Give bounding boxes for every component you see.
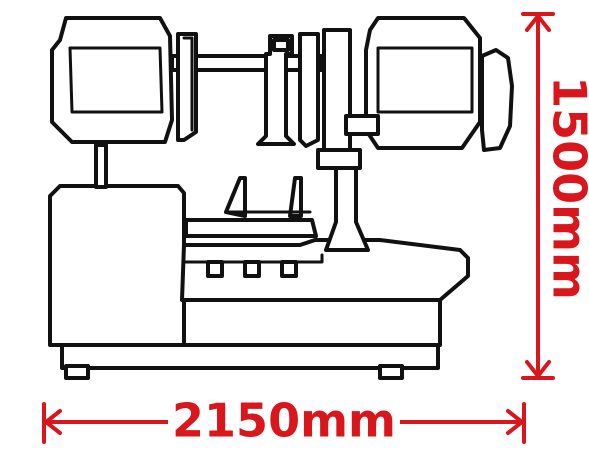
left-housing-panel xyxy=(68,46,164,114)
blade-guide-left-inner xyxy=(182,36,194,132)
roller-3 xyxy=(280,260,298,278)
height-arrow-down-icon xyxy=(525,360,551,380)
work-table xyxy=(180,238,470,302)
saw-column xyxy=(322,28,370,252)
height-arrow-up-icon xyxy=(525,12,551,32)
support-post xyxy=(94,143,108,189)
right-foot xyxy=(378,364,404,380)
table-rail xyxy=(184,253,324,264)
left-foot xyxy=(64,364,90,380)
height-label-bg xyxy=(548,92,588,282)
guide-knob xyxy=(272,38,290,52)
right-housing-mount xyxy=(344,114,380,136)
width-arrow-left-icon xyxy=(42,409,62,435)
control-cabinet xyxy=(48,184,186,347)
height-dimension: 1500mm xyxy=(521,12,589,380)
band-saw-machine-outline-icon xyxy=(48,16,514,380)
vise-right-jaw xyxy=(288,176,303,218)
height-label: 1500mm xyxy=(543,76,589,300)
width-dimension: 2150mm xyxy=(42,394,526,448)
width-arrow-right-icon xyxy=(506,409,526,435)
blade-guide-center xyxy=(256,34,296,146)
column-collar xyxy=(316,148,362,170)
roller-2 xyxy=(243,260,261,278)
blade-guide-right xyxy=(298,32,320,148)
width-label: 2150mm xyxy=(172,394,396,448)
right-wheel-housing xyxy=(364,16,482,150)
width-label-bg xyxy=(168,398,400,446)
vise-plate xyxy=(184,218,318,238)
right-housing-panel xyxy=(376,46,474,114)
vise-left-jaw xyxy=(224,176,247,218)
roller-1 xyxy=(206,260,224,278)
motor-icon xyxy=(480,48,514,152)
machine-base-plinth xyxy=(60,343,440,370)
